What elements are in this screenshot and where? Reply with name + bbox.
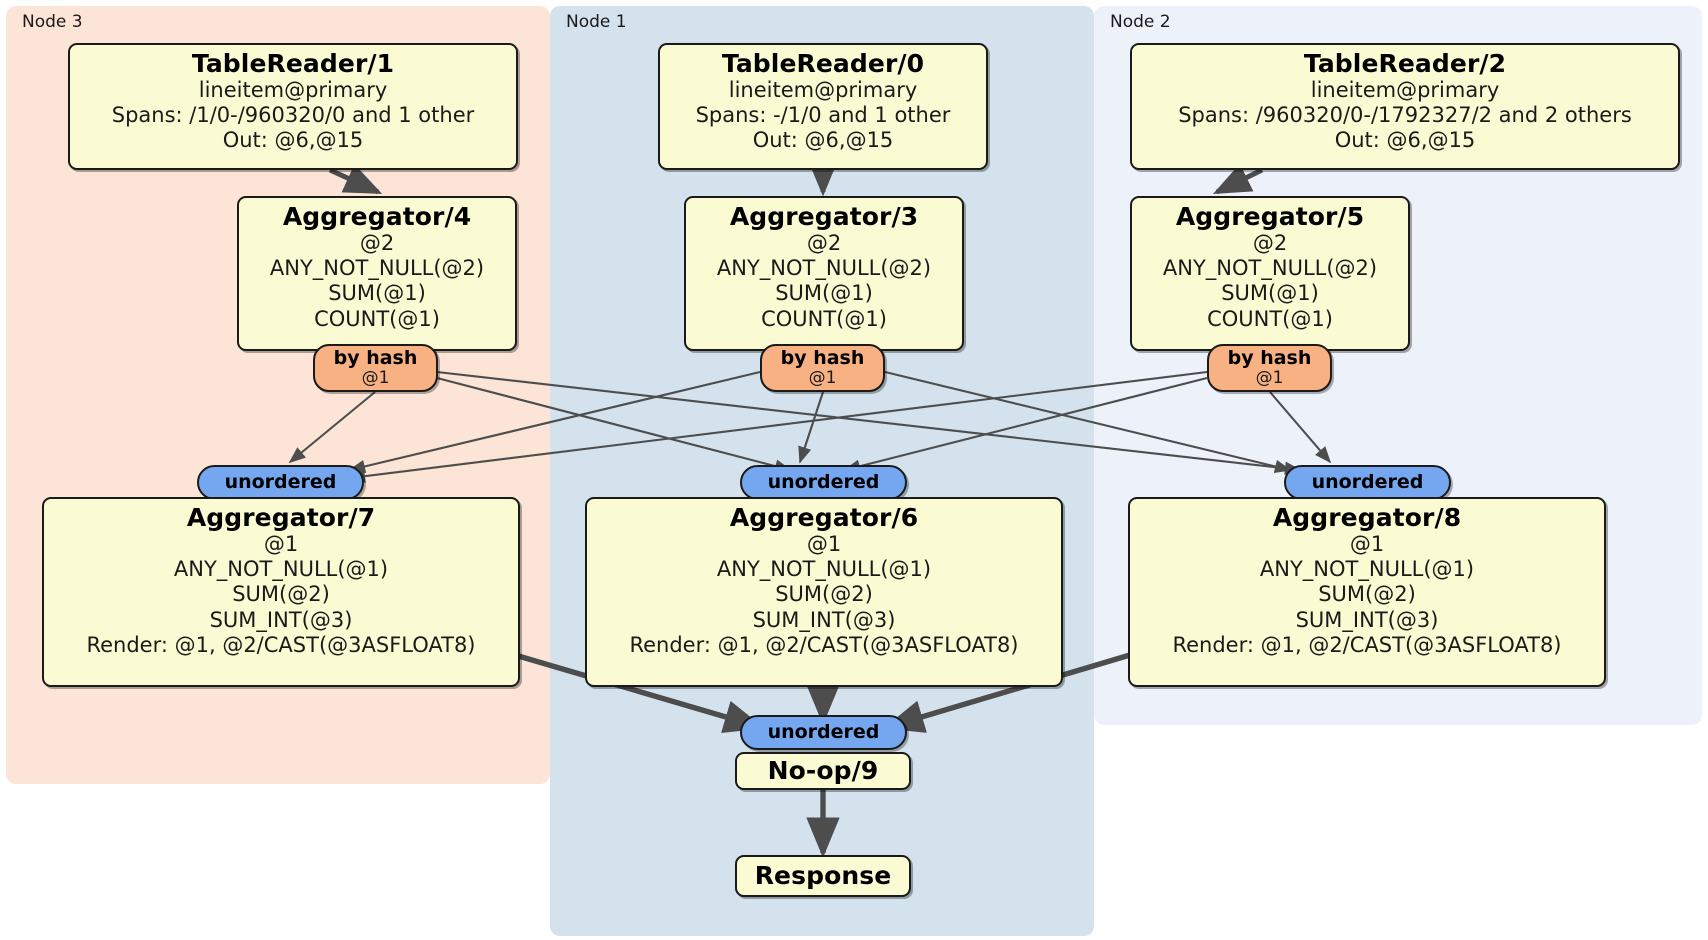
box-line: Spans: -/1/0 and 1 other [695,103,951,128]
box-line: Render: @1, @2/CAST(@3ASFLOAT8) [1172,632,1562,657]
box-aggregator-4[interactable]: Aggregator/4 @2 ANY_NOT_NULL(@2) SUM(@1)… [237,196,517,351]
box-title: Aggregator/6 [729,503,919,532]
box-line: ANY_NOT_NULL(@2) [1162,256,1378,281]
box-aggregator-5[interactable]: Aggregator/5 @2 ANY_NOT_NULL(@2) SUM(@1)… [1130,196,1410,351]
box-title: Aggregator/3 [729,202,919,231]
box-line: ANY_NOT_NULL(@1) [1259,557,1475,582]
badge-label: unordered [767,721,880,744]
box-line: @1 [263,532,299,556]
box-line: ANY_NOT_NULL(@2) [269,256,485,281]
box-line: Spans: /960320/0-/1792327/2 and 2 others [1178,103,1632,128]
box-line: Out: @6,@15 [752,128,894,153]
box-title: Aggregator/7 [186,503,376,532]
badge-sublabel: @1 [1255,368,1284,389]
box-line: lineitem@primary [198,78,388,102]
box-line: COUNT(@1) [1207,306,1333,331]
box-line: SUM(@1) [1221,281,1319,306]
box-line: ANY_NOT_NULL(@1) [173,557,389,582]
box-title: Aggregator/8 [1272,503,1462,532]
badge-label: by hash [333,347,418,370]
box-line: SUM(@1) [328,281,426,306]
box-line: @2 [359,231,395,255]
box-response[interactable]: Response [735,855,911,897]
box-aggregator-8[interactable]: Aggregator/8 @1 ANY_NOT_NULL(@1) SUM(@2)… [1128,497,1606,687]
box-aggregator-7[interactable]: Aggregator/7 @1 ANY_NOT_NULL(@1) SUM(@2)… [42,497,520,687]
box-title: Aggregator/5 [1175,202,1365,231]
badge-by-hash-right[interactable]: by hash @1 [1207,344,1332,392]
box-line: ANY_NOT_NULL(@2) [716,256,932,281]
box-line: Out: @6,@15 [222,128,364,153]
box-table-reader-0[interactable]: TableReader/0 lineitem@primary Spans: -/… [658,43,988,170]
badge-by-hash-center[interactable]: by hash @1 [760,344,885,392]
badge-sublabel: @1 [361,368,390,389]
box-title: Aggregator/4 [282,202,472,231]
box-title: No-op/9 [767,756,879,785]
box-line: SUM_INT(@3) [1295,607,1439,632]
panel-node-2-label: Node 2 [1110,12,1171,32]
box-line: COUNT(@1) [761,306,887,331]
box-line: @1 [1349,532,1385,556]
box-aggregator-6[interactable]: Aggregator/6 @1 ANY_NOT_NULL(@1) SUM(@2)… [585,497,1063,687]
badge-unordered-right[interactable]: unordered [1284,465,1451,500]
panel-node-1-label: Node 1 [566,12,627,32]
box-line: Spans: /1/0-/960320/0 and 1 other [111,103,475,128]
box-line: SUM_INT(@3) [752,607,896,632]
box-line: Out: @6,@15 [1334,128,1476,153]
badge-unordered-left[interactable]: unordered [197,465,364,500]
box-line: @2 [806,231,842,255]
box-line: lineitem@primary [1310,78,1500,102]
badge-label: by hash [1227,347,1312,370]
box-line: @1 [806,532,842,556]
box-line: SUM(@2) [232,582,330,607]
badge-unordered-center[interactable]: unordered [740,465,907,500]
box-line: SUM(@1) [775,281,873,306]
box-aggregator-3[interactable]: Aggregator/3 @2 ANY_NOT_NULL(@2) SUM(@1)… [684,196,964,351]
badge-label: unordered [1311,471,1424,494]
badge-label: unordered [767,471,880,494]
badge-label: by hash [780,347,865,370]
panel-node-3-label: Node 3 [22,12,83,32]
box-table-reader-2[interactable]: TableReader/2 lineitem@primary Spans: /9… [1130,43,1680,170]
box-title: TableReader/1 [191,49,395,78]
box-line: lineitem@primary [728,78,918,102]
box-line: Render: @1, @2/CAST(@3ASFLOAT8) [86,632,476,657]
box-table-reader-1[interactable]: TableReader/1 lineitem@primary Spans: /1… [68,43,518,170]
box-line: SUM(@2) [775,582,873,607]
badge-by-hash-left[interactable]: by hash @1 [313,344,438,392]
box-line: SUM(@2) [1318,582,1416,607]
badge-sublabel: @1 [808,368,837,389]
box-line: @2 [1252,231,1288,255]
badge-unordered-final[interactable]: unordered [740,715,907,750]
box-title: TableReader/2 [1303,49,1507,78]
box-no-op-9[interactable]: No-op/9 [735,752,911,790]
box-line: Render: @1, @2/CAST(@3ASFLOAT8) [629,632,1019,657]
box-line: ANY_NOT_NULL(@1) [716,557,932,582]
box-line: COUNT(@1) [314,306,440,331]
box-title: Response [754,861,892,890]
badge-label: unordered [224,471,337,494]
box-line: SUM_INT(@3) [209,607,353,632]
box-title: TableReader/0 [721,49,925,78]
